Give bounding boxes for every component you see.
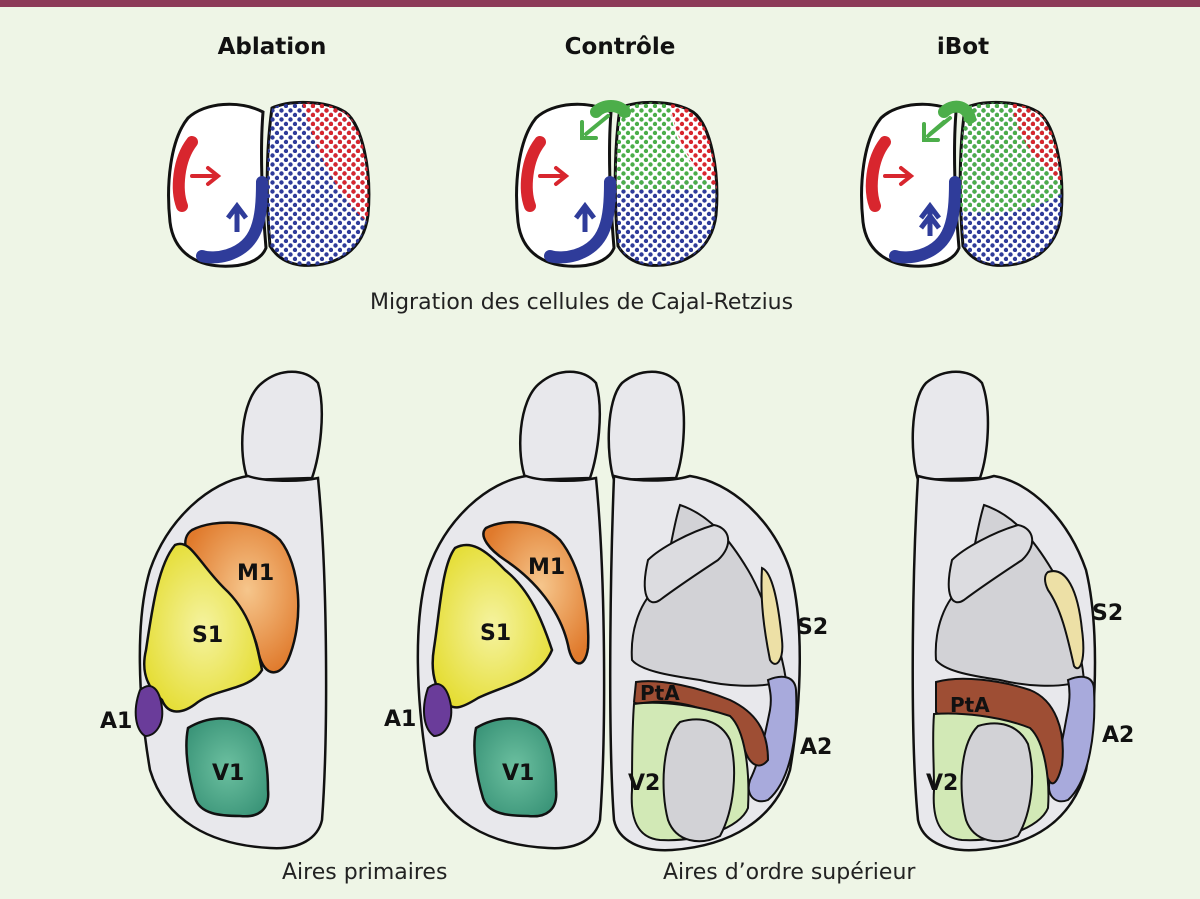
label-a1: A1 (100, 709, 132, 734)
green-arrow (922, 116, 952, 142)
label-pta: PtA (950, 693, 990, 717)
label-s1: S1 (480, 621, 511, 646)
blue-arrow (226, 201, 248, 232)
area-a2 (747, 675, 798, 803)
gray-region-posterior (662, 718, 736, 843)
red-arrow (190, 166, 222, 186)
caption-higher-order-areas: Aires d’ordre supérieur (663, 860, 916, 885)
olfactory-bulb (518, 370, 601, 482)
red-migration-stream (520, 136, 546, 212)
top-rule (0, 0, 1200, 7)
gray-region-medial (643, 523, 729, 604)
brain-controle-right: PtA S2 A2 V2 (607, 370, 832, 852)
label-s2: S2 (797, 615, 828, 640)
title-ablation: Ablation (217, 34, 327, 60)
label-pta: PtA (640, 681, 680, 705)
area-v1 (473, 717, 558, 818)
hemispheres-ablation (167, 100, 371, 268)
area-a1 (423, 683, 453, 738)
caption-migration: Migration des cellules de Cajal-Retzius (370, 290, 794, 315)
blue-arrow (574, 201, 596, 232)
red-migration-stream (172, 136, 198, 212)
area-pta (632, 680, 770, 767)
cell-dots-ibot (960, 102, 1062, 266)
area-a1 (134, 685, 164, 738)
red-arrow (883, 166, 915, 186)
label-s2: S2 (1092, 601, 1123, 626)
red-arrow (538, 166, 570, 186)
caption-primary-areas: Aires primaires (282, 860, 448, 885)
label-v2: V2 (926, 771, 958, 796)
label-v2: V2 (628, 771, 660, 796)
blue-migration-stream (889, 176, 961, 264)
brain-ablation: M1 S1 A1 V1 (100, 370, 328, 850)
label-v1: V1 (502, 761, 534, 786)
green-migration-stream (590, 100, 631, 118)
label-v1: V1 (212, 761, 244, 786)
area-s1 (431, 543, 554, 709)
blue-migration-stream (544, 176, 616, 264)
olfactory-bulb (240, 370, 323, 482)
hemispheres-ibot (860, 100, 1064, 268)
cell-dots-controle (615, 102, 717, 266)
olfactory-bulb (607, 370, 686, 482)
area-s2 (1044, 570, 1085, 669)
title-controle: Contrôle (564, 34, 676, 60)
label-m1: M1 (237, 561, 274, 586)
title-ibot: iBot (936, 34, 990, 60)
label-m1: M1 (528, 555, 565, 580)
green-arrow (580, 114, 610, 140)
label-s1: S1 (192, 623, 223, 648)
brain-ibot: PtA S2 A2 V2 (911, 370, 1134, 852)
hemispheres-controle (515, 100, 719, 268)
area-m1 (482, 520, 590, 665)
area-s2 (760, 566, 784, 665)
cell-dots-ablation (267, 102, 369, 266)
label-a1: A1 (384, 707, 416, 732)
gray-region-medial (947, 523, 1033, 604)
brain-controle-left: M1 S1 A1 V1 (384, 370, 606, 850)
gray-region-posterior (960, 722, 1034, 843)
red-migration-stream (865, 136, 891, 212)
blue-arrow (919, 201, 941, 236)
area-s1 (143, 542, 264, 713)
area-v1 (185, 717, 270, 818)
label-a2: A2 (800, 735, 832, 760)
label-a2: A2 (1102, 723, 1134, 748)
olfactory-bulb (911, 370, 990, 482)
green-migration-stream (938, 100, 976, 124)
blue-migration-stream (196, 176, 268, 264)
